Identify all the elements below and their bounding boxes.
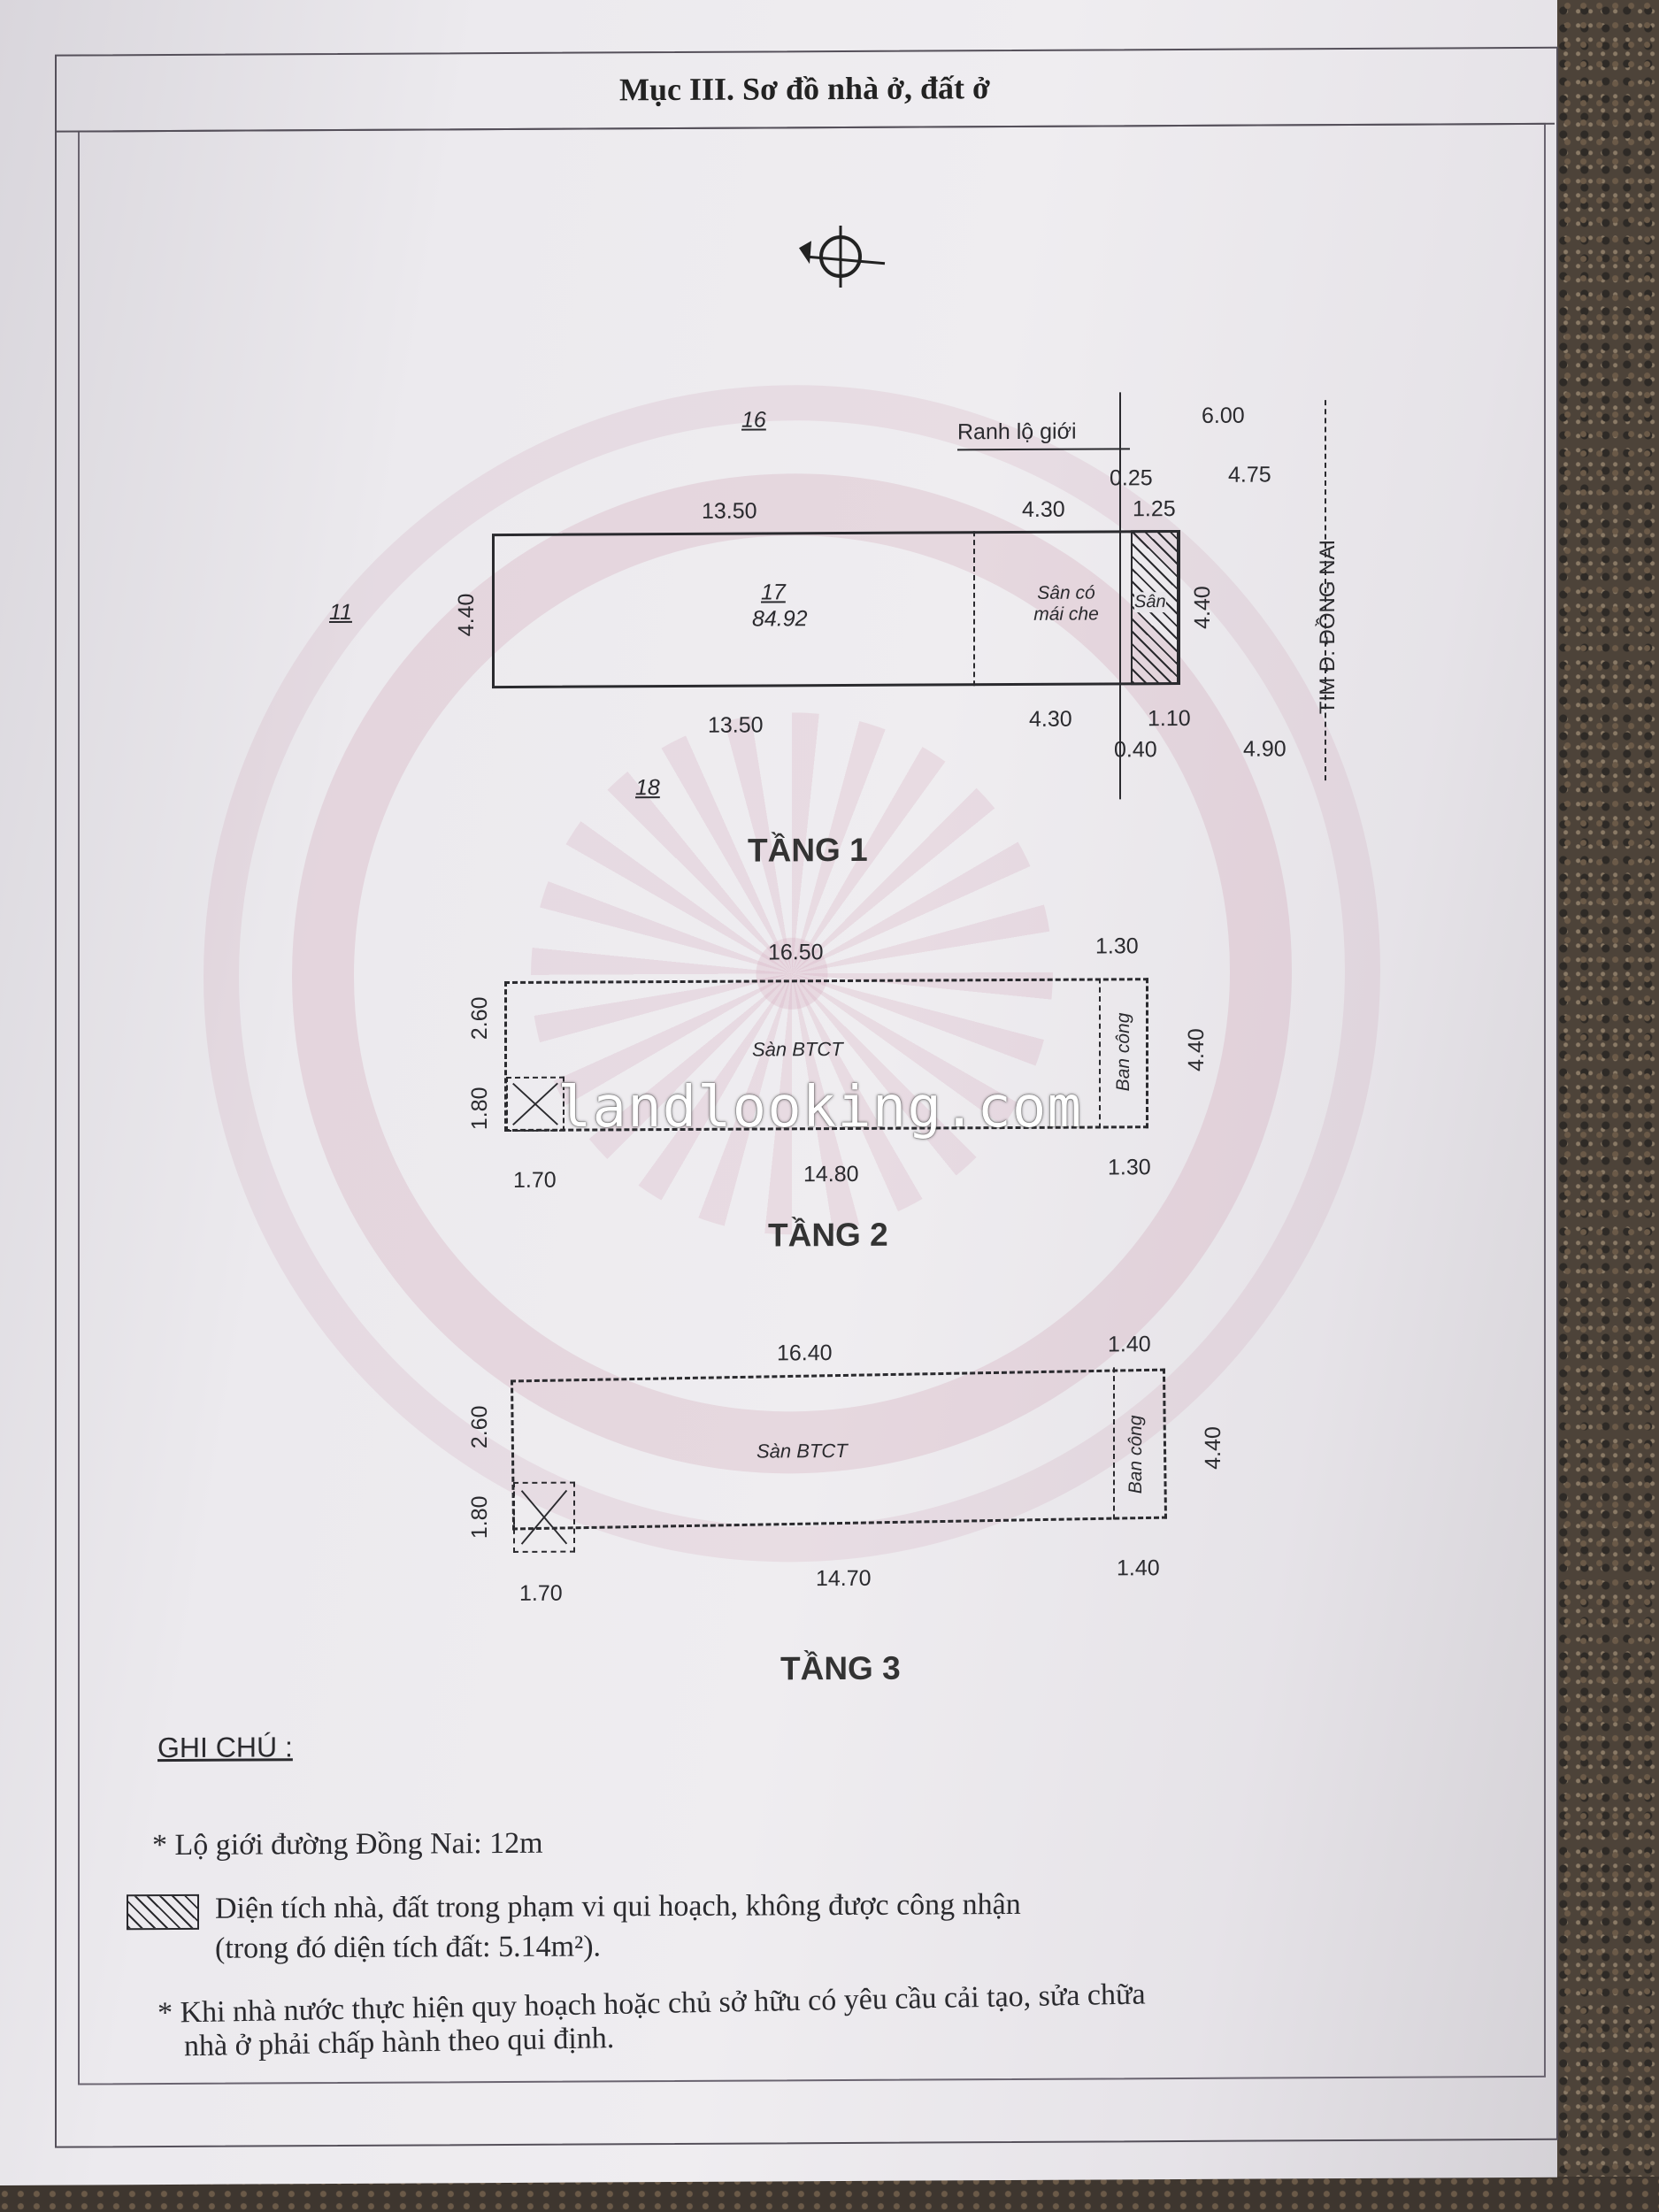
f2-dim-bottom-length: 14.80 — [803, 1161, 859, 1187]
neighbor-lot-bottom: 18 — [635, 775, 660, 801]
floor-3-label: TẦNG 3 — [780, 1649, 901, 1687]
dim-setback-0-40: 0.40 — [1114, 737, 1157, 763]
note-road-width: * Lộ giới đường Đồng Nai: 12m — [152, 1826, 543, 1863]
dim-road-6: 6.00 — [1202, 403, 1245, 428]
floor-1-label: TẦNG 1 — [748, 831, 868, 869]
title-bar: Mục III. Sơ đồ nhà ở, đất ở — [55, 46, 1555, 133]
dim-top-yard-length: 4.30 — [1022, 496, 1065, 522]
neighbor-lot-top: 16 — [741, 407, 766, 433]
yard-divider — [973, 531, 975, 687]
dim-width-right: 4.40 — [1190, 586, 1215, 629]
f2-dim-top-length: 16.50 — [768, 940, 824, 965]
yard-label: Sân — [1134, 592, 1166, 613]
notes-heading: GHI CHÚ : — [157, 1731, 293, 1764]
neighbor-lot-left: 11 — [329, 599, 352, 626]
dim-setback-1-10: 1.10 — [1148, 705, 1191, 732]
f3-dim-right-width: 4.40 — [1201, 1426, 1225, 1470]
road-axis-line — [1325, 400, 1326, 781]
f2-dim-right-width: 4.40 — [1184, 1028, 1209, 1071]
f2-dim-top-balcony: 1.30 — [1095, 933, 1139, 959]
f3-dim-left-upper: 2.60 — [467, 1405, 492, 1449]
north-arrow-icon — [792, 221, 889, 293]
dim-setback-0-25: 0.25 — [1110, 465, 1153, 491]
f3-dim-stair-offset: 1.70 — [519, 1580, 563, 1606]
floor-2-label: TẦNG 2 — [768, 1216, 888, 1254]
note-hatch-line2: (trong đó diện tích đất: 5.14m²). — [215, 1930, 602, 1965]
road-axis-label: TIM Đ. ĐỒNG NAI — [1316, 539, 1340, 715]
dim-setback-1-25: 1.25 — [1133, 496, 1176, 522]
f2-dim-left-upper: 2.60 — [467, 996, 492, 1041]
f2-balcony-label: Ban công — [1113, 1012, 1133, 1092]
granite-background — [1548, 0, 1659, 2212]
f2-stair-void-icon — [506, 1076, 565, 1133]
certificate-page: Mục III. Sơ đồ nhà ở, đất ở 16 11 18 Ran… — [0, 0, 1558, 2185]
f3-dim-top-length: 16.40 — [777, 1340, 833, 1366]
dim-road-4-90: 4.90 — [1243, 736, 1286, 762]
dim-bottom-yard-length: 4.30 — [1029, 706, 1072, 732]
note-hatch-line1: Diện tích nhà, đất trong phạm vi qui hoạ… — [215, 1887, 1021, 1925]
road-boundary-label: Ranh lộ giới — [957, 419, 1077, 445]
f3-slab-label: Sàn BTCT — [757, 1439, 848, 1463]
dim-bottom-main-length: 13.50 — [708, 712, 764, 738]
f2-dim-left-lower: 1.80 — [467, 1087, 492, 1131]
f3-dim-top-balcony: 1.40 — [1108, 1332, 1151, 1357]
f3-dim-left-lower: 1.80 — [467, 1495, 492, 1540]
hatch-legend-swatch — [127, 1893, 199, 1931]
page-title: Mục III. Sơ đồ nhà ở, đất ở — [619, 70, 990, 108]
f2-dim-stair-offset: 1.70 — [513, 1167, 557, 1193]
f3-dim-bottom-balcony: 1.40 — [1117, 1555, 1160, 1581]
f3-dim-bottom-length: 14.70 — [816, 1565, 872, 1592]
dim-road-4-75: 4.75 — [1228, 462, 1271, 488]
dim-width-left: 4.40 — [454, 593, 479, 637]
f3-stair-void-icon — [513, 1481, 575, 1553]
f2-balcony-divider — [1099, 978, 1101, 1129]
lot-area: 84.92 — [752, 606, 808, 632]
dim-top-main-length: 13.50 — [702, 498, 757, 524]
site-watermark: landlooking.com — [557, 1075, 1082, 1141]
f3-balcony-divider — [1113, 1367, 1115, 1520]
f2-slab-label: Sàn BTCT — [752, 1038, 843, 1061]
covered-yard-label: Sân có mái che — [1033, 582, 1099, 625]
lot-number: 17 — [761, 580, 786, 605]
f3-balcony-label: Ban công — [1125, 1415, 1146, 1494]
f2-dim-bottom-balcony: 1.30 — [1108, 1155, 1151, 1180]
